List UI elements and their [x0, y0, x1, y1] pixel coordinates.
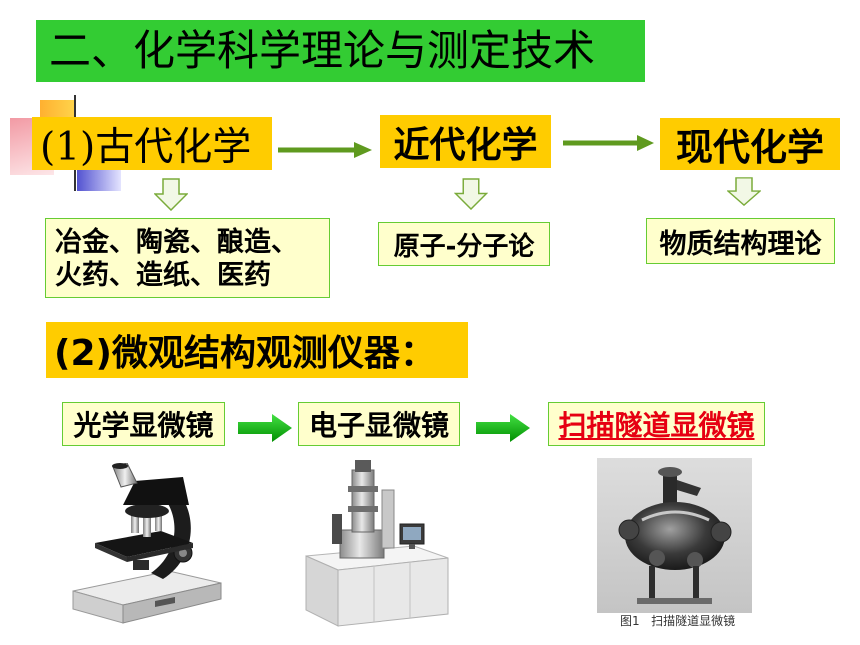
instruments-heading: (2)微观结构观测仪器： — [46, 322, 468, 378]
title-bar: 二、化学科学理论与测定技术 — [36, 20, 645, 82]
stm-box: 扫描隧道显微镜 — [548, 402, 765, 446]
stage-ancient-chemistry: (1)古代化学 — [32, 117, 272, 170]
right-block-arrow-icon — [476, 414, 530, 442]
detail-line: 火药、造纸、医药 — [55, 260, 271, 291]
figure-caption: 图1 扫描隧道显微镜 — [620, 614, 736, 628]
instrument-label: 光学显微镜 — [73, 409, 214, 442]
decor-orange-block — [40, 100, 74, 118]
down-arrow-icon — [454, 178, 488, 210]
right-arrow-icon — [278, 142, 372, 158]
stage-contemporary-chemistry: 现代化学 — [660, 118, 840, 170]
electron-microscope-image — [305, 460, 449, 627]
stm-photo — [597, 458, 752, 613]
optical-microscope-box: 光学显微镜 — [62, 402, 225, 446]
right-block-arrow-icon — [238, 414, 292, 442]
detail-line: 冶金、陶瓷、酿造、 — [55, 227, 298, 258]
electron-microscope-box: 电子显微镜 — [298, 402, 460, 446]
stage-label: 现代化学 — [676, 126, 824, 169]
slide-title: 二、化学科学理论与测定技术 — [49, 26, 596, 75]
detail-line: 原子-分子论 — [393, 231, 535, 262]
down-arrow-icon — [154, 178, 188, 211]
modern-chemistry-detail: 原子-分子论 — [378, 222, 550, 266]
contemporary-chemistry-detail: 物质结构理论 — [646, 218, 835, 264]
ancient-chemistry-detail: 冶金、陶瓷、酿造、 火药、造纸、医药 — [45, 218, 330, 298]
stage-label: 近代化学 — [393, 124, 538, 166]
down-arrow-icon — [727, 177, 761, 206]
stage-label: (1)古代化学 — [40, 124, 252, 170]
instruments-heading-text: (2)微观结构观测仪器： — [54, 333, 436, 374]
instrument-label: 电子显微镜 — [308, 409, 449, 442]
detail-line: 物质结构理论 — [659, 228, 822, 260]
stm-link[interactable]: 扫描隧道显微镜 — [558, 409, 755, 442]
optical-microscope-image — [72, 463, 222, 624]
stage-modern-chemistry: 近代化学 — [380, 115, 551, 168]
right-arrow-icon — [563, 135, 654, 151]
